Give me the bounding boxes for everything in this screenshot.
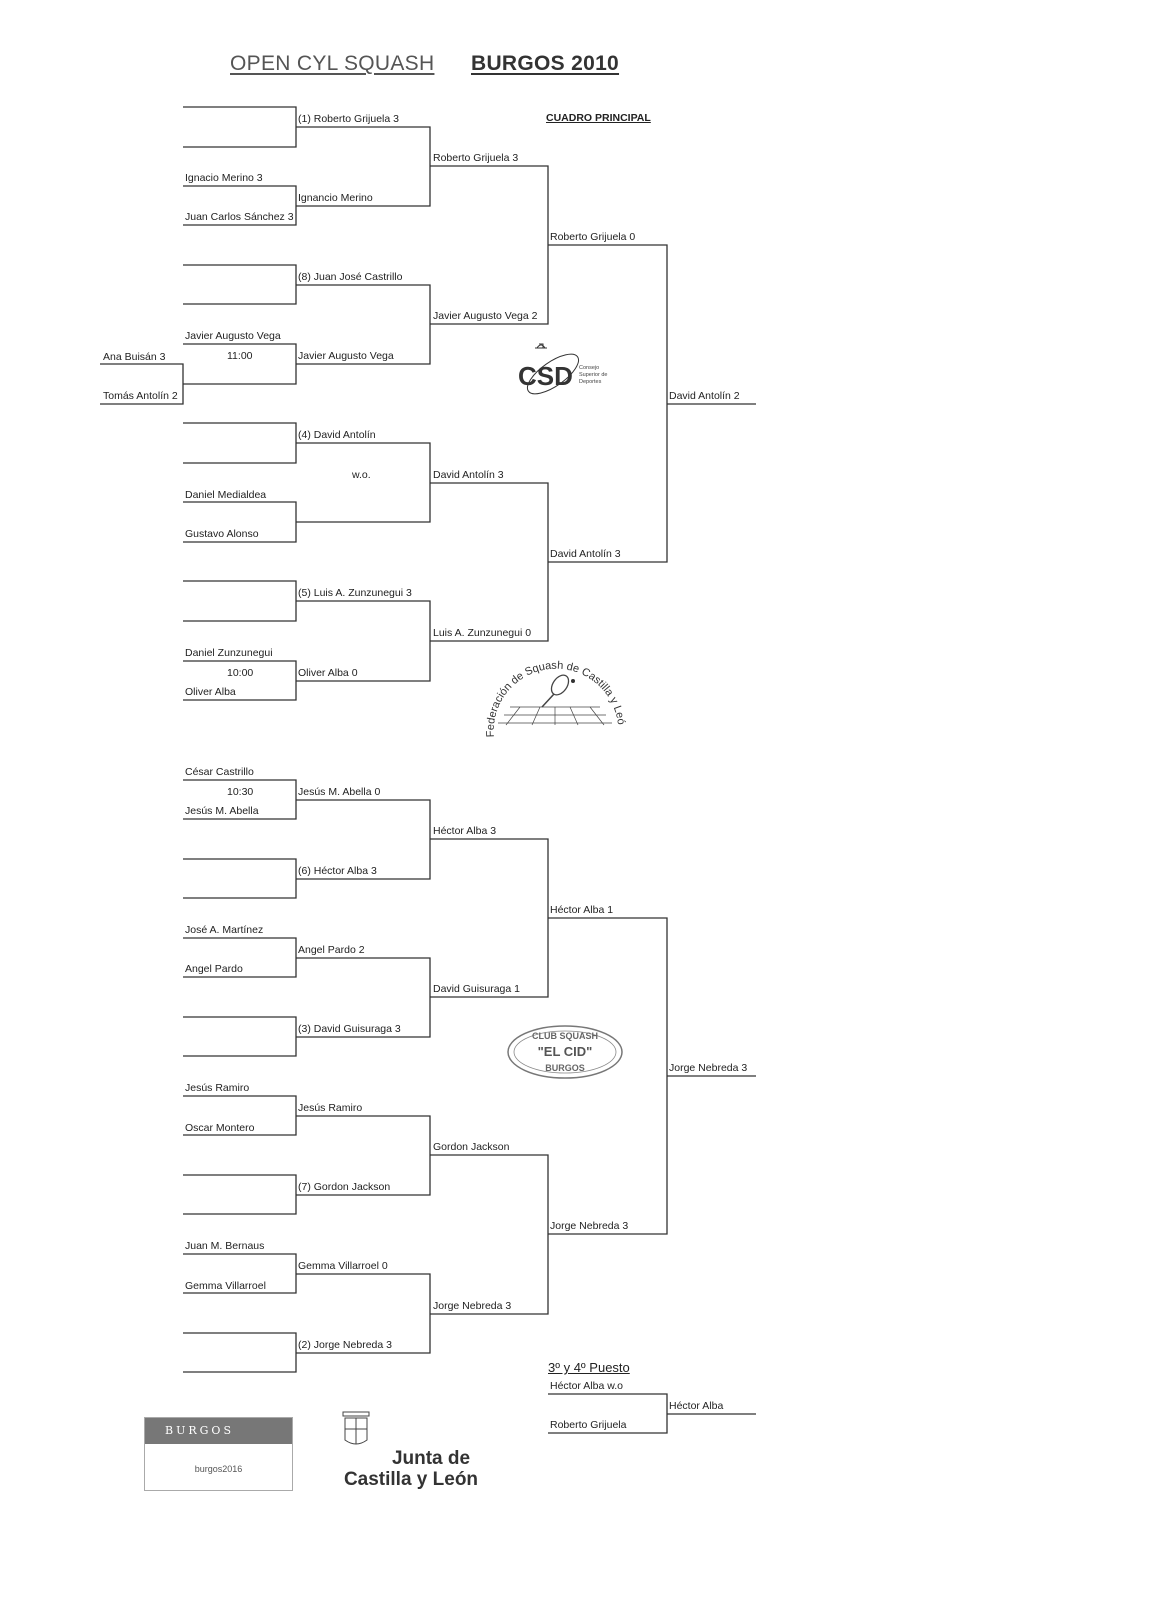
- first-round-player: Ignacio Merino 3: [185, 172, 263, 184]
- first-round-player: Javier Augusto Vega: [185, 330, 281, 342]
- stamp-text: CLUB SQUASH: [532, 1031, 598, 1041]
- csd-sub: Consejo: [579, 365, 599, 371]
- quarterfinal-player: Jorge Nebreda 3: [433, 1300, 512, 1312]
- second-round-player: Jesús M. Abella 0: [298, 786, 381, 798]
- second-round-player: (7) Gordon Jackson: [298, 1181, 391, 1193]
- qualifying-player: Ana Buisán 3: [103, 351, 166, 363]
- second-round-player: (4) David Antolín: [298, 429, 376, 441]
- second-round-player: (3) David Guisuraga 3: [298, 1023, 401, 1035]
- second-round-player: Jesús Ramiro: [298, 1102, 363, 1114]
- first-round-player: Jesús M. Abella: [185, 805, 259, 817]
- quarterfinal-player: Gordon Jackson: [433, 1141, 510, 1153]
- federation-logo: Federación de Squash de Castilla y León: [477, 646, 630, 750]
- burgos-logo-text: BURGOS: [145, 1418, 292, 1444]
- first-round-player: Daniel Zunzunegui: [185, 647, 273, 659]
- csd-logo: CSD Consejo Superior de Deportes: [515, 340, 635, 410]
- junta-castilla-leon-logo: Junta de Castilla y León: [326, 1406, 496, 1498]
- second-round-player: Javier Augusto Vega: [298, 350, 394, 362]
- csd-sub: Deportes: [579, 379, 602, 385]
- first-round-player: Jesús Ramiro: [185, 1082, 250, 1094]
- quarterfinal-player: Javier Augusto Vega 2: [433, 310, 538, 322]
- svg-text:Federación de Squash de Castil: Federación de Squash de Castilla y León: [480, 655, 627, 737]
- qualifying-player: Tomás Antolín 2: [103, 390, 178, 402]
- second-round-player: (6) Héctor Alba 3: [298, 865, 377, 877]
- second-round-player: (8) Juan José Castrillo: [298, 271, 403, 283]
- match-time: 10:30: [227, 786, 254, 798]
- semifinal-player: Jorge Nebreda 3: [550, 1220, 629, 1232]
- csd-sub: Superior de: [579, 372, 607, 378]
- quarterfinal-player: Héctor Alba 3: [433, 825, 497, 837]
- junta-text: Junta de Castilla y León: [326, 1448, 496, 1490]
- second-round-player: Ignancio Merino: [298, 192, 373, 204]
- third-place-title: 3º y 4º Puesto: [548, 1360, 630, 1375]
- first-round-player: Gemma Villarroel: [185, 1280, 266, 1292]
- stamp-text: BURGOS: [545, 1063, 585, 1073]
- first-round-player: Angel Pardo: [185, 963, 243, 975]
- semifinal-player: Héctor Alba 1: [550, 904, 614, 916]
- quarterfinal-player: David Guisuraga 1: [433, 983, 520, 995]
- second-round-player: Angel Pardo 2: [298, 944, 365, 956]
- first-round-player: Daniel Medialdea: [185, 489, 267, 501]
- second-round-player: Gemma Villarroel 0: [298, 1260, 388, 1272]
- second-round-player: (1) Roberto Grijuela 3: [298, 113, 399, 125]
- quarterfinal-player: Luis A. Zunzunegui 0: [433, 627, 532, 639]
- second-round-player: Oliver Alba 0: [298, 667, 358, 679]
- first-round-player: Gustavo Alonso: [185, 528, 259, 540]
- stamp-text: "EL CID": [538, 1044, 593, 1059]
- tournament-title: OPEN CYL SQUASH: [230, 52, 435, 75]
- junta-line: Castilla y León: [343, 1469, 479, 1490]
- walkover-note: w.o.: [352, 469, 371, 481]
- csd-text: CSD: [518, 361, 573, 391]
- second-round-player: (5) Luis A. Zunzunegui 3: [298, 587, 412, 599]
- tournament-location-year: BURGOS 2010: [471, 52, 620, 75]
- semifinal-player: Roberto Grijuela 0: [550, 231, 636, 243]
- club-el-cid-stamp: CLUB SQUASH "EL CID" BURGOS: [505, 1023, 625, 1081]
- finalist: Jorge Nebreda 3: [669, 1062, 748, 1074]
- quarterfinal-player: Roberto Grijuela 3: [433, 152, 519, 164]
- second-round-player: (2) Jorge Nebreda 3: [298, 1339, 392, 1351]
- federation-text: Federación de Squash de Castilla y León: [477, 646, 627, 737]
- first-round-player: Oliver Alba: [185, 686, 236, 698]
- finalist: David Antolín 2: [669, 390, 740, 402]
- burgos2016-text: burgos2016: [194, 1464, 243, 1474]
- quarterfinal-player: David Antolín 3: [433, 469, 504, 481]
- first-round-player: Juan M. Bernaus: [185, 1240, 265, 1252]
- third-place-winner: Héctor Alba: [669, 1400, 724, 1412]
- draw-label: CUADRO PRINCIPAL: [546, 112, 651, 124]
- junta-line: Junta de: [391, 1448, 471, 1469]
- match-time: 10:00: [227, 667, 254, 679]
- first-round-player: José A. Martínez: [185, 924, 264, 936]
- first-round-player: César Castrillo: [185, 766, 254, 778]
- semifinal-player: David Antolín 3: [550, 548, 621, 560]
- first-round-player: Juan Carlos Sánchez 3: [185, 211, 294, 223]
- first-round-player: Oscar Montero: [185, 1122, 255, 1134]
- burgos-logo: BURGOS burgos2016: [144, 1417, 293, 1491]
- match-time: 11:00: [227, 350, 253, 362]
- third-place-player: Roberto Grijuela: [550, 1419, 627, 1431]
- third-place-player: Héctor Alba w.o: [550, 1380, 623, 1392]
